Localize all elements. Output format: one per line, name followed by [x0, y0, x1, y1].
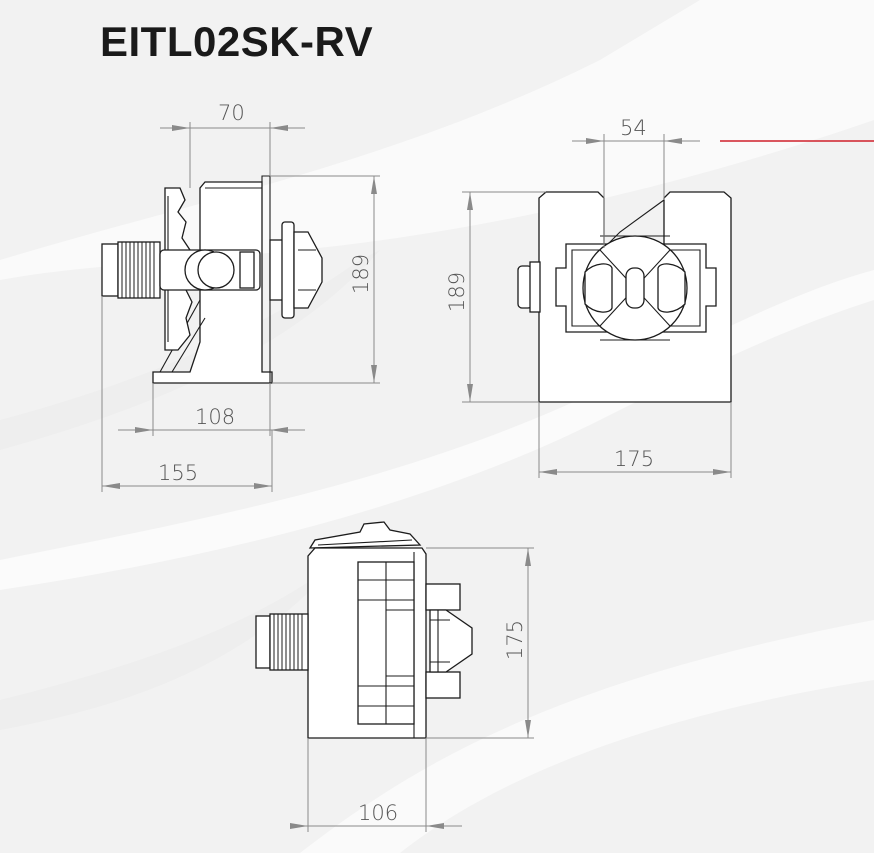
side-dim-108 [118, 383, 305, 436]
side-dim-189-label: 189 [349, 254, 373, 294]
front-dim-189 [462, 191, 546, 403]
side-thread-lines [121, 242, 155, 298]
side-dim-70-label: 70 [218, 101, 245, 125]
front-dim-175 [538, 402, 732, 478]
front-dim-175-label: 175 [614, 447, 654, 471]
front-dim-54 [572, 134, 700, 248]
top-dim-175-label: 175 [503, 620, 527, 660]
top-thread-lines [273, 614, 303, 670]
side-dim-70 [160, 122, 305, 188]
top-view [255, 521, 473, 739]
side-dim-189 [270, 175, 380, 384]
front-view [517, 191, 732, 403]
top-dim-106-label: 106 [358, 801, 398, 825]
side-dim-108-label: 108 [195, 405, 235, 429]
side-dim-155 [101, 296, 273, 492]
side-view [101, 175, 323, 384]
product-title: EITL02SK-RV [100, 18, 374, 65]
front-dim-54-label: 54 [620, 116, 647, 140]
side-dim-155-label: 155 [158, 461, 198, 485]
front-dim-189-label: 189 [445, 272, 469, 312]
top-dim-175 [426, 547, 534, 739]
top-dim-106 [290, 738, 462, 832]
